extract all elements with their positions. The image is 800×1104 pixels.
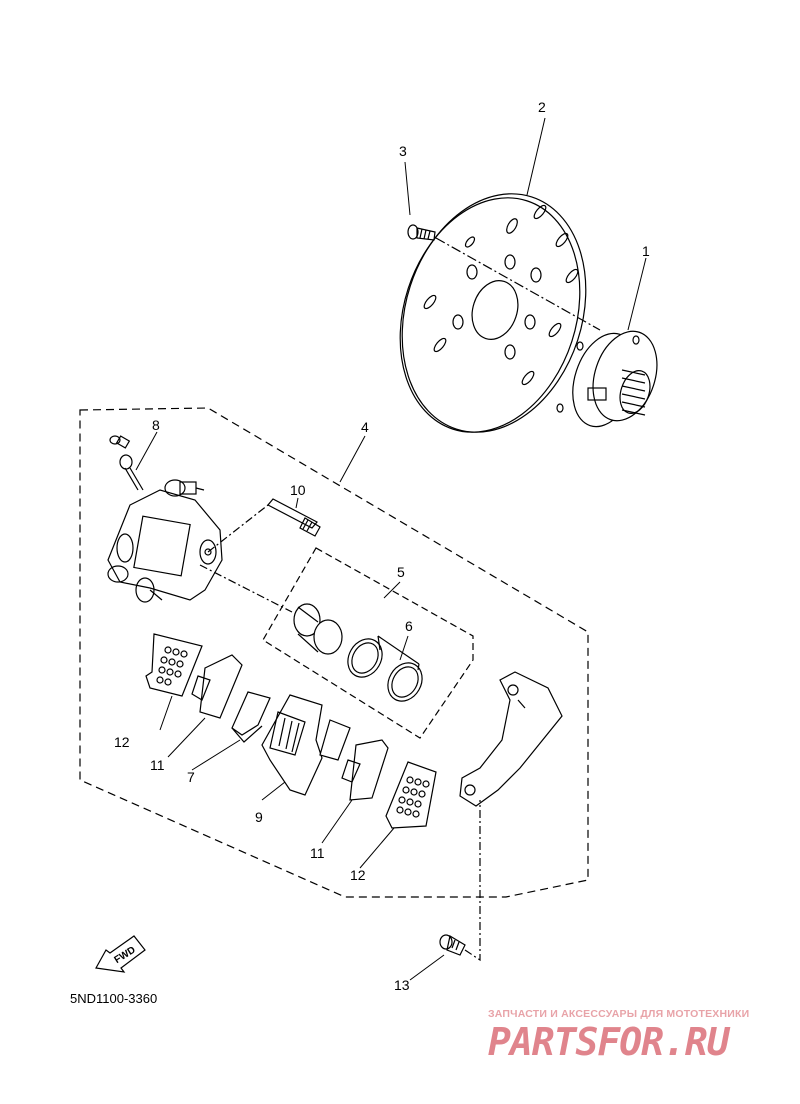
bracket-bolt — [439, 934, 466, 956]
callout-12-left: 12 — [114, 734, 130, 750]
pad-shim-left — [145, 633, 203, 697]
leader-lines — [135, 117, 647, 981]
caliper-body — [107, 479, 223, 603]
callout-11-right: 11 — [310, 845, 325, 861]
seal-rings — [347, 635, 423, 702]
piston — [292, 603, 343, 655]
callout-12-right: 12 — [350, 867, 366, 883]
callout-13: 13 — [394, 977, 410, 993]
callout-10: 10 — [290, 482, 306, 498]
disc-bolt — [407, 224, 436, 241]
pad-shim-right — [385, 761, 437, 829]
brake-disc — [399, 193, 587, 433]
callout-5: 5 — [397, 564, 405, 580]
caliper-bracket — [459, 671, 563, 807]
pad-holder — [261, 694, 323, 796]
watermark-subtitle: ЗАПЧАСТИ И АКСЕССУАРЫ ДЛЯ МОТОТЕХНИКИ — [488, 1008, 750, 1020]
callout-9: 9 — [255, 809, 263, 825]
seal-kit-boundary — [262, 547, 474, 739]
callout-8: 8 — [152, 417, 160, 433]
fwd-arrow-icon: FWD — [95, 935, 146, 973]
bleed-screw — [109, 435, 144, 491]
callout-3: 3 — [399, 143, 407, 159]
caliper-pin — [267, 498, 321, 537]
callout-4: 4 — [361, 419, 369, 435]
callout-6: 6 — [405, 618, 413, 634]
watermark-logo: PARTSFOR.RU — [488, 1020, 730, 1064]
callout-7: 7 — [187, 769, 195, 785]
pad-left — [191, 654, 243, 719]
callout-11-left: 11 — [150, 757, 165, 773]
pad-right — [319, 719, 389, 801]
caliper-assembly-boundary — [79, 407, 589, 898]
callout-numbers: 1 2 3 4 5 6 7 8 9 10 11 11 12 12 13 — [114, 99, 650, 993]
callout-2: 2 — [538, 99, 546, 115]
pad-spring — [231, 691, 271, 743]
wheel-hub — [556, 330, 658, 428]
diagram-part-number: 5ND1100-3360 — [70, 991, 158, 1006]
callout-1: 1 — [642, 243, 650, 259]
